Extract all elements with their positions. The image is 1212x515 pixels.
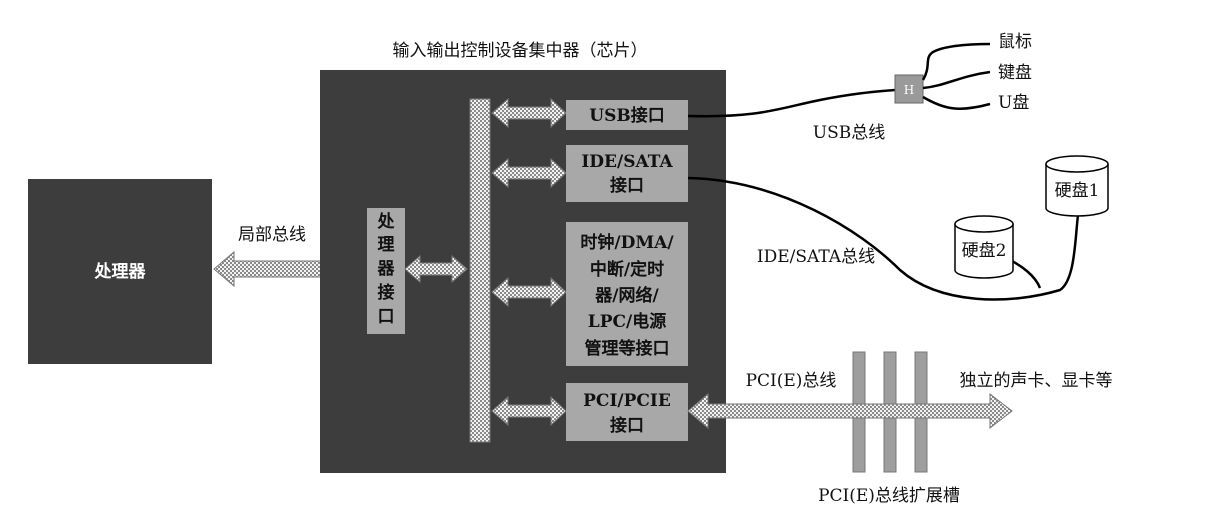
processor-block (28, 179, 212, 364)
pci-devices-label: 独立的声卡、显卡等 (960, 371, 1113, 391)
usb-hub (894, 74, 924, 104)
usb-interface-box (566, 100, 688, 130)
misc-interface-label: 中断/定时 (590, 259, 664, 280)
usb-bus-label: USB总线 (813, 123, 885, 143)
udisk-label: U盘 (998, 93, 1029, 113)
internal-arrow (404, 254, 468, 284)
ide-bus-label: IDE/SATA总线 (757, 247, 875, 267)
processor-interface-box (367, 208, 405, 334)
pci-bus-arrow (687, 392, 1013, 430)
ide-bus-cable (687, 176, 1080, 301)
disk2-cable (1009, 258, 1042, 289)
pci-bus-label: PCI(E)总线 (746, 371, 837, 391)
pci-interface-box (566, 383, 688, 441)
usb-interface-label: USB接口 (589, 105, 664, 126)
disk2-label: 硬盘2 (962, 241, 1007, 261)
processor-label: 处理器 (94, 261, 147, 282)
disk1-icon (1045, 155, 1109, 217)
misc-interface-label: 器/网络/ (594, 285, 659, 306)
keyboard-cable (922, 70, 991, 90)
misc-interface-label: LPC/电源 (588, 311, 666, 332)
keyboard-label: 键盘 (998, 63, 1032, 83)
misc-interface-label: 时钟/DMA/ (580, 232, 674, 253)
ide-interface-label: IDE/SATA (581, 152, 673, 172)
misc-interface-label: 管理等接口 (585, 338, 670, 359)
misc-interface-box (566, 222, 688, 366)
udisk-cable (922, 95, 991, 110)
processor-interface-char: 器 (377, 259, 396, 279)
pci-interface-label: 接口 (610, 415, 644, 436)
pci-slots-label: PCI(E)总线扩展槽 (818, 486, 960, 506)
mouse-label: 鼠标 (998, 32, 1032, 52)
usb-bus-cable (687, 88, 896, 118)
disk2-icon (954, 215, 1014, 279)
local-bus-label: 局部总线 (238, 225, 306, 245)
processor-interface-char: 口 (378, 307, 395, 327)
ide-interface-label: 接口 (610, 175, 644, 196)
processor-interface-char: 处 (377, 211, 396, 232)
disk1-label: 硬盘1 (1055, 181, 1100, 201)
ide-interface-box (566, 145, 688, 202)
mouse-cable (921, 42, 991, 81)
pci-interface-label: PCI/PCIE (583, 391, 671, 411)
chip-title: 输入输出控制设备集中器（芯片） (393, 41, 648, 61)
usb-hub-label: H (904, 83, 914, 97)
processor-interface-char: 理 (378, 235, 395, 255)
internal-bus (469, 98, 491, 443)
processor-interface-char: 接 (378, 282, 395, 303)
